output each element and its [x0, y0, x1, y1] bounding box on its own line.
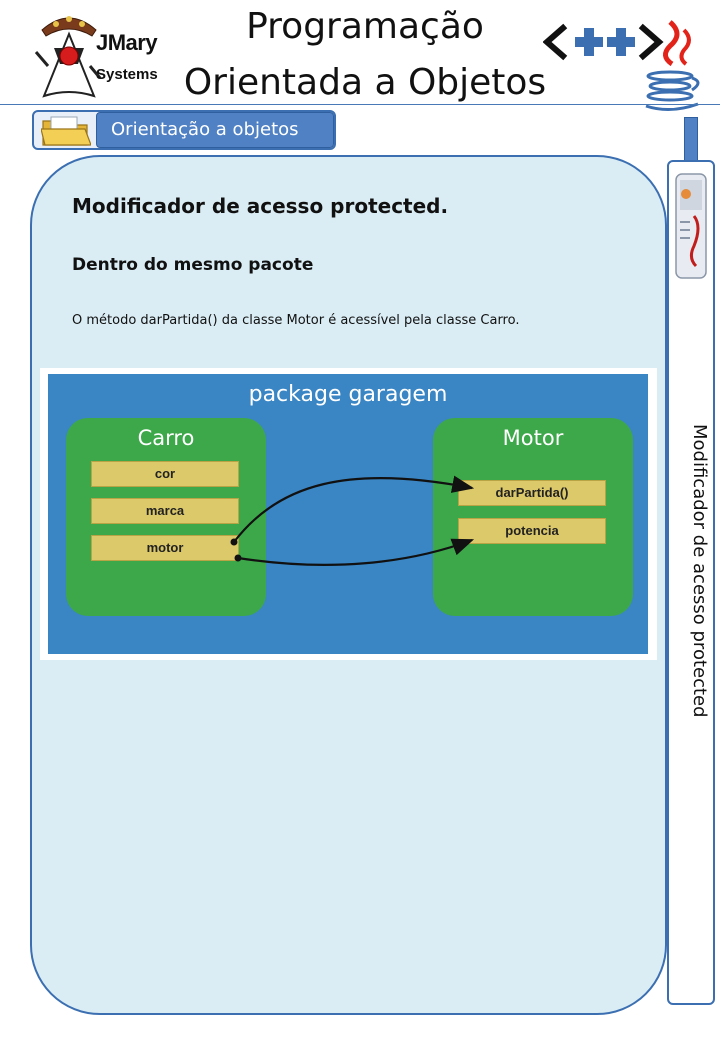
side-tab-label: Modificador de acesso protected — [689, 424, 710, 718]
jmary-systems-logo: JMary Systems — [34, 8, 174, 104]
folder-icon — [41, 116, 91, 146]
content-heading: Modificador de acesso protected. — [72, 194, 449, 218]
reference-arrows — [230, 475, 475, 566]
attribute-cor: cor — [91, 461, 239, 487]
section-tab[interactable]: Orientação a objetos — [32, 110, 336, 150]
package-diagram: package garagem Carro cor marca motor Mo… — [40, 368, 657, 660]
page-title-line-2: Orientada a Objetos — [183, 62, 547, 103]
logo-subtitle: Systems — [96, 66, 158, 83]
class-box-motor: Motor darPartida() potencia — [433, 418, 633, 616]
section-label[interactable]: Orientação a objetos — [96, 112, 334, 148]
side-tab[interactable]: Modificador de acesso protected — [667, 160, 715, 1005]
header-divider — [0, 104, 720, 105]
content-paragraph: O método darPartida() da classe Motor é … — [72, 313, 520, 328]
page-title-line-1: Programação — [246, 6, 484, 47]
arrow-origin-dot — [234, 554, 242, 562]
logo-name: JMary — [96, 30, 158, 55]
side-tab-connector — [684, 117, 698, 165]
newspaper-icon — [675, 173, 707, 279]
class-name: Carro — [137, 426, 195, 450]
package-label: package garagem — [248, 382, 448, 407]
attribute-potencia: potencia — [458, 518, 606, 544]
attribute-darpartida: darPartida() — [458, 480, 606, 506]
java-cup-icon — [645, 20, 700, 111]
package-box: package garagem Carro cor marca motor Mo… — [48, 374, 648, 654]
class-box-carro: Carro cor marca motor — [66, 418, 266, 616]
attribute-motor: motor — [91, 535, 239, 561]
cpp-logo-icon — [543, 23, 664, 61]
content-subheading: Dentro do mesmo pacote — [72, 255, 314, 275]
arrow-motor-to-darpartida — [233, 475, 475, 543]
class-name: Motor — [502, 426, 564, 450]
arrow-motor-to-potencia — [237, 538, 475, 566]
attribute-marca: marca — [91, 498, 239, 524]
arrow-origin-dot — [230, 538, 238, 546]
duke-mascot-icon — [34, 16, 102, 98]
